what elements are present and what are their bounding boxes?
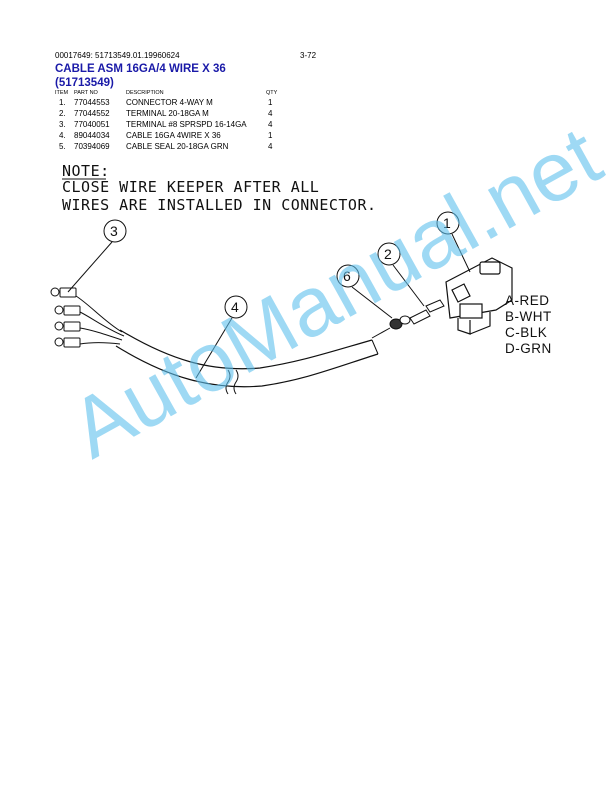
terminal-pin [409,299,445,325]
svg-text:6: 6 [343,268,351,284]
wire-color-label: A-RED [505,293,550,308]
column-header-qty: QTY [266,90,278,96]
wire-color-label: B-WHT [505,309,552,324]
svg-text:2: 2 [384,246,392,262]
part-qty: 4 [268,109,273,118]
svg-text:3: 3 [110,223,118,239]
table-row: 1. 77044553 CONNECTOR 4-WAY M 1 [55,98,295,108]
svg-text:4: 4 [231,299,239,315]
note-line-1: CLOSE WIRE KEEPER AFTER ALL [62,178,319,196]
table-row: 2. 77044552 TERMINAL 20-18GA M 4 [55,109,295,119]
part-description: TERMINAL #8 SPRSPD 16-14GA [126,120,247,129]
callout-4: 4 [195,295,248,379]
part-qty: 1 [268,98,273,107]
cable [115,329,379,395]
note-line-2: WIRES ARE INSTALLED IN CONNECTOR. [62,196,377,214]
wire-bundle [75,295,125,345]
table-row: 5. 70394069 CABLE SEAL 20-18GA GRN 4 [55,142,295,152]
part-qty: 4 [268,120,273,129]
wire-color-label: C-BLK [505,325,547,340]
column-header-description: DESCRIPTION [126,90,164,96]
callout-1: 1 [436,211,471,273]
item-number: 2. [59,109,66,118]
part-number: 77044552 [74,109,110,118]
page-subtitle: (51713549) [55,77,114,89]
item-number: 1. [59,98,66,107]
callout-2: 2 [377,242,425,307]
item-number: 3. [59,120,66,129]
part-number: 89044034 [74,131,110,140]
column-header-item: ITEM [55,90,69,96]
part-description: TERMINAL 20-18GA M [126,109,209,118]
note-heading: NOTE: [62,162,110,180]
part-qty: 4 [268,142,273,151]
page-title: CABLE ASM 16GA/4 WIRE X 36 [55,63,226,75]
callout-6: 6 [336,264,393,319]
part-number: 70394069 [74,142,110,151]
part-number: 77044553 [74,98,110,107]
part-description: CABLE SEAL 20-18GA GRN [126,142,229,151]
cable-seal [371,315,411,339]
connector-4-way [445,257,513,335]
part-description: CONNECTOR 4-WAY M [126,98,213,107]
part-number: 77040051 [74,120,110,129]
page-number: 3-72 [300,51,317,60]
part-qty: 1 [268,131,273,140]
watermark: AutoManual.net [55,108,612,475]
callout-3: 3 [67,219,127,293]
ring-terminal [50,287,81,348]
item-number: 5. [59,142,66,151]
table-row: 3. 77040051 TERMINAL #8 SPRSPD 16-14GA 4 [55,120,295,130]
part-description: CABLE 16GA 4WIRE X 36 [126,131,221,140]
column-header-part-no: PART NO [74,90,98,96]
svg-text:1: 1 [443,215,451,231]
item-number: 4. [59,131,66,140]
table-row: 4. 89044034 CABLE 16GA 4WIRE X 36 1 [55,131,295,141]
wire-color-label: D-GRN [505,341,552,356]
document-id: 00017649: 51713549.01.19960624 [55,51,180,60]
